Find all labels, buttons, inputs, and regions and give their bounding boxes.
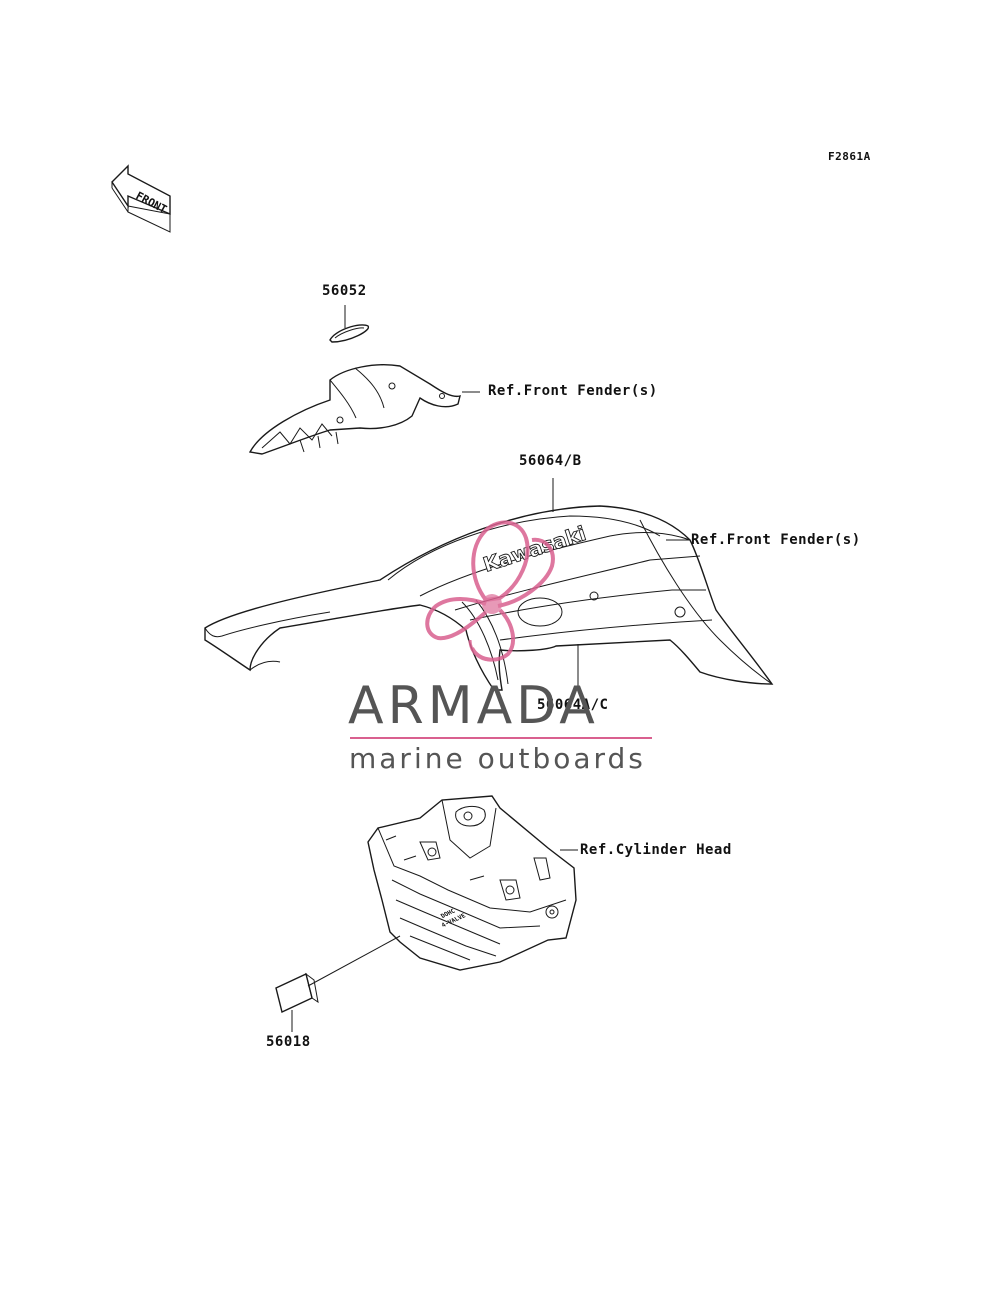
diagram-code: F2861A (828, 150, 871, 163)
part-number-56064a-c[interactable]: 56064A/C (537, 697, 609, 713)
ref-cylinder-head: Ref.Cylinder Head (580, 842, 732, 858)
ref-front-fender-upper: Ref.Front Fender(s) (488, 383, 658, 399)
part-number-56018[interactable]: 56018 (266, 1034, 311, 1050)
emblem-56052 (329, 305, 370, 343)
upper-fender-part (248, 364, 480, 455)
watermark-title: ARMADA (348, 676, 599, 736)
part-number-56052[interactable]: 56052 (322, 283, 367, 299)
cylinder-head-part (307, 795, 578, 987)
ref-front-fender-main: Ref.Front Fender(s) (691, 532, 861, 548)
kawasaki-decal-text: Kawasaki (480, 521, 589, 577)
watermark-subtitle: marine outboards (349, 742, 646, 775)
armada-propeller-logo (425, 520, 555, 662)
front-arrow-icon: FRONT (111, 164, 171, 233)
plate-56018: DOHC 4-VALVE (275, 908, 467, 1032)
part-number-56064-b[interactable]: 56064/B (519, 453, 582, 469)
